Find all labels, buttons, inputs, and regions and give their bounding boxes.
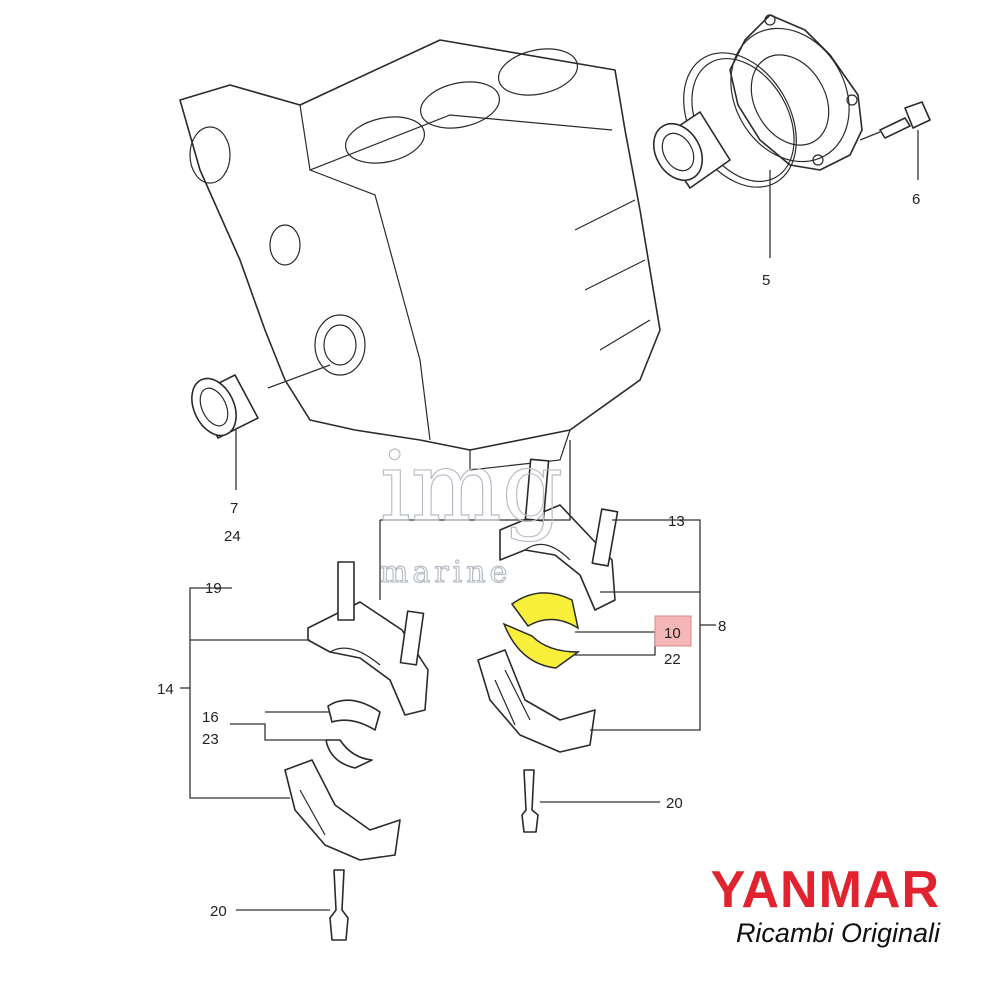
- leader-lines: [180, 130, 919, 911]
- callout-14: 14: [157, 681, 174, 698]
- bearing-cap-lower-right: [477, 649, 596, 833]
- callout-20-left: 20: [210, 903, 227, 920]
- callout-5: 5: [762, 272, 770, 289]
- callout-6: 6: [912, 191, 920, 208]
- thrust-washer-lower: [502, 622, 581, 669]
- callout-20-right: 20: [666, 795, 683, 812]
- bearing-cap-left-lower: [284, 759, 401, 941]
- callout-22: 22: [664, 651, 681, 668]
- rear-housing: [729, 14, 863, 171]
- callout-box-10: [654, 615, 692, 647]
- thrust-washer-highlighted: [502, 592, 581, 669]
- front-bushing: [191, 374, 259, 439]
- brand-subtitle: Ricambi Originali: [735, 918, 940, 948]
- callout-10: 10: [664, 625, 681, 642]
- bearing-cap-left-upper: [307, 561, 429, 716]
- engine-block: [179, 39, 661, 471]
- callout-13: 13: [668, 513, 685, 530]
- housing-bolt: [879, 101, 931, 139]
- callout-23: 23: [202, 731, 219, 748]
- callout-7: 7: [230, 500, 238, 517]
- callout-24: 24: [224, 528, 241, 545]
- callout-8: 8: [718, 618, 726, 635]
- rear-bushing: [652, 111, 731, 189]
- watermark-line2: marine: [380, 555, 511, 590]
- bearing-shell-left: [325, 699, 381, 769]
- brand-logo: YANMAR: [710, 861, 940, 919]
- watermark-line1: img: [380, 431, 563, 543]
- callout-16: 16: [202, 709, 219, 726]
- brand-block: YANMAR Ricambi Originali: [640, 864, 940, 950]
- thrust-washer-upper: [510, 592, 580, 630]
- callout-labels: 5 6 7 24 13 8 10 22 19 14 16 23 20 20: [157, 191, 920, 920]
- callout-19: 19: [205, 580, 222, 597]
- watermark: img marine: [379, 430, 563, 590]
- bearing-cap-upper: [499, 458, 619, 611]
